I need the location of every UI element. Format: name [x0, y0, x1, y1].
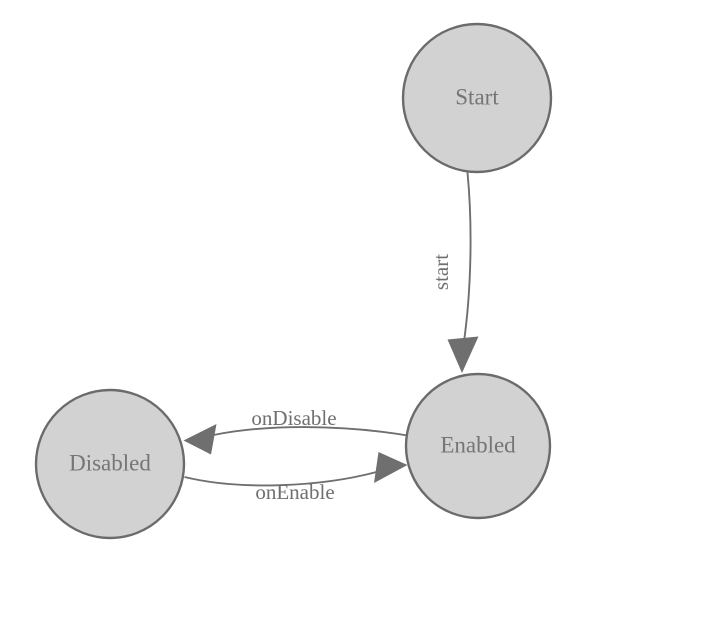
- edge-start-to-enabled-arrowhead-icon: [447, 336, 479, 373]
- state-node-start-label: Start: [455, 84, 499, 109]
- edge-disabled-to-enabled[interactable]: onEnable: [184, 452, 408, 504]
- state-node-disabled-label: Disabled: [69, 450, 151, 475]
- edge-enabled-to-disabled-arrowhead-icon: [183, 424, 217, 455]
- edge-disabled-to-enabled-arrowhead-icon: [374, 452, 408, 483]
- edge-label-ondisable: onDisable: [251, 406, 336, 430]
- state-node-start[interactable]: Start: [401, 22, 553, 174]
- edge-label-start: start: [429, 254, 453, 290]
- state-node-disabled[interactable]: Disabled: [34, 388, 186, 540]
- edge-label-onenable: onEnable: [255, 480, 334, 504]
- state-node-enabled-circle: [404, 372, 552, 520]
- state-node-start-circle: [401, 22, 553, 174]
- state-node-enabled-label: Enabled: [440, 432, 516, 457]
- edge-start-to-enabled-path: [462, 172, 472, 346]
- state-node-enabled[interactable]: Enabled: [404, 372, 552, 520]
- edge-disabled-to-enabled-path: [184, 471, 377, 487]
- edge-start-to-enabled[interactable]: start: [429, 172, 479, 374]
- state-node-disabled-circle: [34, 388, 186, 540]
- edge-enabled-to-disabled-path: [213, 426, 412, 437]
- edge-enabled-to-disabled[interactable]: onDisable: [183, 406, 412, 455]
